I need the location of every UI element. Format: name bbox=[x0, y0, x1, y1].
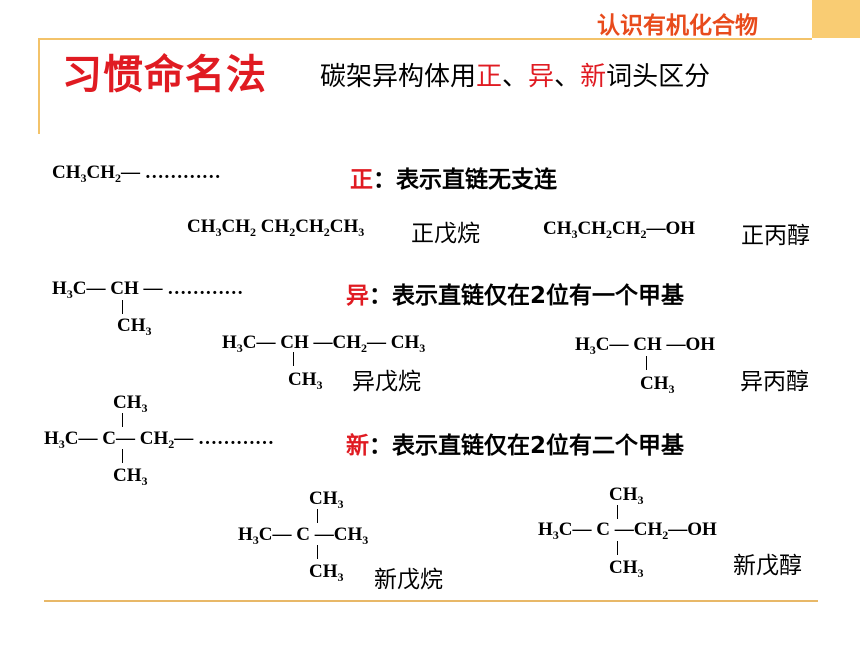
formula-iso-propanol: H3C— CH —OH bbox=[575, 334, 716, 357]
formula-iso-pentane: H3C— CH —CH2— CH3 bbox=[222, 332, 426, 355]
neo-prefix-methyl-bottom: CH3 bbox=[113, 465, 148, 488]
rule-iso: 异：表示直链仅在2位有一个甲基 bbox=[346, 283, 685, 309]
bond-vertical bbox=[617, 541, 618, 555]
iso-prefix-methyl: CH3 bbox=[117, 315, 152, 338]
neo-prefix-methyl-top: CH3 bbox=[113, 392, 148, 415]
label-iso-pentane: 异戊烷 bbox=[352, 369, 421, 395]
iso-alkyl-prefix: H3C— CH — ………… bbox=[52, 278, 244, 301]
bond-vertical bbox=[646, 356, 647, 370]
rule-normal: 正：表示直链无支连 bbox=[350, 167, 557, 193]
bond-vertical bbox=[122, 449, 123, 463]
header-divider bbox=[38, 38, 812, 40]
rule-neo: 新：表示直链仅在2位有二个甲基 bbox=[346, 433, 685, 459]
bond-vertical bbox=[317, 545, 318, 559]
label-iso-propanol: 异丙醇 bbox=[740, 369, 809, 395]
page-title: 习惯命名法 bbox=[62, 52, 267, 98]
neo-alkyl-prefix: H3C— C— CH2— ………… bbox=[44, 428, 274, 451]
formula-n-pentane: CH3CH2 CH2CH2CH3 bbox=[187, 216, 365, 239]
label-n-pentane: 正戊烷 bbox=[411, 221, 480, 247]
n-alkyl-prefix: CH3CH2— ………… bbox=[52, 162, 221, 185]
bond-vertical bbox=[317, 509, 318, 523]
left-accent-line bbox=[38, 38, 40, 134]
iso-pentane-methyl: CH3 bbox=[288, 369, 323, 392]
neo-pentanol-methyl-top: CH3 bbox=[609, 484, 644, 507]
neo-pentane-methyl-top: CH3 bbox=[309, 488, 344, 511]
neo-pentanol-methyl-bottom: CH3 bbox=[609, 557, 644, 580]
corner-accent-block bbox=[812, 0, 860, 38]
formula-neo-pentane: H3C— C —CH3 bbox=[238, 524, 369, 547]
bond-vertical bbox=[122, 413, 123, 427]
formula-n-propanol: CH3CH2CH2—OH bbox=[543, 218, 696, 241]
bond-vertical bbox=[293, 352, 294, 366]
label-neo-pentanol: 新戊醇 bbox=[733, 553, 802, 579]
header-badge: 认识有机化合物 bbox=[597, 13, 758, 39]
label-n-propanol: 正丙醇 bbox=[741, 223, 810, 249]
page-subtitle: 碳架异构体用正、异、新词头区分 bbox=[320, 62, 711, 92]
footer-divider bbox=[44, 600, 818, 602]
bond-vertical bbox=[617, 505, 618, 519]
neo-pentane-methyl-bottom: CH3 bbox=[309, 561, 344, 584]
label-neo-pentane: 新戊烷 bbox=[374, 567, 443, 593]
formula-neo-pentanol: H3C— C —CH2—OH bbox=[538, 519, 717, 542]
bond-vertical bbox=[122, 300, 123, 314]
iso-propanol-methyl: CH3 bbox=[640, 373, 675, 396]
